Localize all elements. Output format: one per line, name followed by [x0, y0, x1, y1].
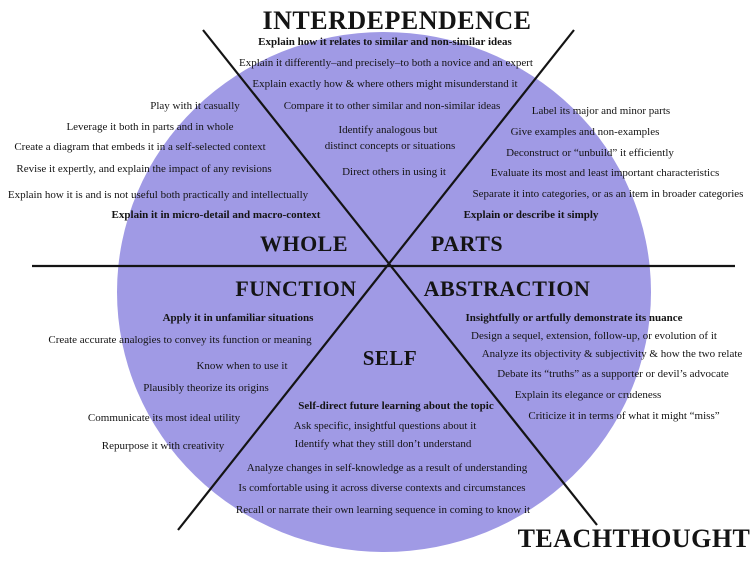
diagonal-divider-slash — [177, 29, 575, 531]
whole-item: Explain how it is and is not useful both… — [7, 189, 309, 201]
interdependence-item: Direct others in using it — [342, 166, 446, 178]
interdependence-item: Compare it to other similar and non-simi… — [283, 100, 501, 112]
sector-label-abstraction: ABSTRACTION — [423, 276, 591, 301]
self-item: Ask specific, insightful questions about… — [293, 420, 477, 432]
interdependence-item: Identify analogous but — [338, 124, 438, 136]
sector-label-parts: PARTS — [430, 231, 504, 256]
sector-label-whole: WHOLE — [259, 231, 349, 256]
abstraction-item: Explain its elegance or crudeness — [514, 389, 662, 401]
diagram-title: INTERDEPENDENCE — [262, 6, 532, 35]
function-item: Repurpose it with creativity — [101, 440, 225, 452]
sector-label-function: FUNCTION — [235, 276, 357, 301]
self-item: Recall or narrate their own learning seq… — [235, 504, 531, 516]
abstraction-item: Debate its “truths” as a supporter or de… — [497, 368, 729, 380]
self-item: Is comfortable using it across diverse c… — [238, 482, 526, 494]
abstraction-item: Analyze its objectivity & subjectivity &… — [481, 348, 743, 360]
function-item: Apply it in unfamiliar situations — [162, 312, 314, 324]
whole-item: Explain it in micro-detail and macro-con… — [111, 209, 321, 221]
self-item: Analyze changes in self-knowledge as a r… — [246, 462, 528, 474]
abstraction-item: Design a sequel, extension, follow-up, o… — [471, 330, 717, 342]
whole-item: Leverage it both in parts and in whole — [66, 121, 234, 133]
parts-item: Separate it into categories, or as an it… — [472, 188, 744, 200]
self-item: Self-direct future learning about the to… — [298, 400, 494, 412]
brand-wordmark: TEACHTHOUGHT — [517, 524, 751, 553]
whole-item: Revise it expertly, and explain the impa… — [16, 163, 272, 175]
interdependence-item: Explain how it relates to similar and no… — [258, 36, 512, 48]
circle-background — [117, 32, 651, 552]
interdependence-item: Explain it differently–and precisely–to … — [239, 57, 533, 69]
parts-item: Evaluate its most and least important ch… — [490, 167, 720, 179]
sector-label-self: SELF — [362, 346, 418, 370]
function-item: Plausibly theorize its origins — [143, 382, 269, 394]
whole-item: Create a diagram that embeds it in a sel… — [14, 141, 266, 153]
diagonal-divider-backslash — [202, 29, 598, 526]
self-item: Identify what they still don’t understan… — [294, 438, 472, 450]
function-item: Communicate its most ideal utility — [87, 412, 241, 424]
interdependence-item: distinct concepts or situations — [324, 140, 456, 152]
function-item: Create accurate analogies to convey its … — [48, 334, 312, 346]
abstraction-item: Criticize it in terms of what it might “… — [528, 410, 720, 422]
parts-item: Deconstruct or “unbuild” it efficiently — [506, 147, 674, 159]
parts-item: Explain or describe it simply — [463, 209, 599, 221]
whole-item: Play with it casually — [150, 100, 240, 112]
interdependence-item: Explain exactly how & where others might… — [252, 78, 518, 90]
parts-item: Give examples and non-examples — [510, 126, 660, 138]
function-item: Know when to use it — [196, 360, 288, 372]
abstraction-item: Insightfully or artfully demonstrate its… — [465, 312, 683, 324]
parts-item: Label its major and minor parts — [531, 105, 671, 117]
